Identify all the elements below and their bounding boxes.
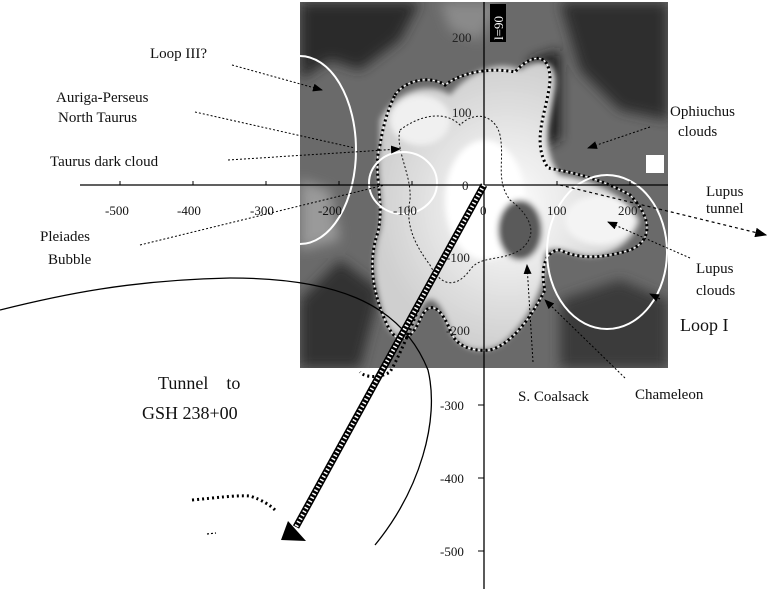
- label-tunnel-to: Tunnel to: [158, 373, 240, 393]
- x-tick-label: -500: [105, 203, 129, 218]
- x-tick-label: -200: [318, 203, 342, 218]
- x-tick-label: -400: [177, 203, 201, 218]
- loop-i-pointer: [649, 293, 661, 302]
- x-tick-label: 200: [618, 203, 638, 218]
- y-tick-label: 0: [462, 178, 469, 193]
- label-north-taurus: North Taurus: [58, 110, 137, 126]
- loop-iii-pointer: [231, 64, 323, 92]
- lower-dotted-spur: [358, 304, 422, 378]
- lupus-clouds-pointer: [607, 221, 691, 259]
- label-lupus-tunnel-1: Lupus: [706, 184, 744, 200]
- label-lupus-clouds-2: clouds: [696, 283, 735, 299]
- pleiades-bubble-circle: [368, 151, 438, 215]
- x-tick-label: 100: [547, 203, 567, 218]
- l90-tag-bg: [490, 4, 506, 42]
- auriga-pointer: [194, 111, 356, 149]
- loop-i-circle: [546, 174, 668, 330]
- label-chameleon: Chameleon: [635, 387, 704, 403]
- label-loop-iii: Loop III?: [150, 46, 207, 62]
- x-tick-label: -100: [393, 203, 417, 218]
- y-axis-ticks: [478, 404, 484, 552]
- gsh-shell-curve: [0, 277, 433, 546]
- y-tick-label: -500: [440, 544, 464, 559]
- lupus-tunnel-arrow: [559, 184, 768, 238]
- label-ophiuchus-clouds: clouds: [678, 124, 717, 140]
- y-tick-label: -300: [440, 398, 464, 413]
- label-gsh: GSH 238+00: [142, 403, 238, 423]
- label-bubble: Bubble: [48, 252, 92, 268]
- x-tick-label: -300: [250, 203, 274, 218]
- label-taurus-dark-cloud: Taurus dark cloud: [50, 154, 159, 170]
- coalsack-pointer: [523, 264, 534, 363]
- x-axis-ticks: [119, 181, 631, 185]
- outer-dotted-contour-white: [371, 57, 648, 351]
- y-tick-label: 200: [452, 30, 472, 45]
- chameleon-pointer: [544, 299, 626, 379]
- taurus-pointer: [227, 145, 401, 161]
- label-loop-i: Loop I: [680, 315, 729, 335]
- y-tick-label: -400: [440, 471, 464, 486]
- gsh-dotted-fragment: [191, 494, 277, 512]
- tunnel-arrow-shaft-hatch: [294, 184, 486, 528]
- y-tick-label: 100: [452, 105, 472, 120]
- label-lupus-clouds-1: Lupus: [696, 261, 734, 277]
- y-tick-label: -200: [446, 323, 470, 338]
- label-ophiuchus: Ophiuchus: [670, 104, 735, 120]
- y-tick-label: -100: [446, 250, 470, 265]
- loop-iii-circle: [243, 55, 357, 245]
- inner-thin-contour: [398, 115, 532, 283]
- small-fragment: [206, 532, 217, 535]
- label-auriga-perseus: Auriga-Perseus: [56, 90, 149, 106]
- x-tick-label: 0: [480, 203, 487, 218]
- label-lupus-tunnel-2: tunnel: [706, 201, 744, 217]
- label-pleiades: Pleiades: [40, 229, 90, 245]
- label-s-coalsack: S. Coalsack: [518, 389, 589, 405]
- ophiuchus-pointer: [587, 126, 651, 149]
- l90-tag: l=90: [491, 16, 506, 40]
- outer-dotted-contour: [370, 56, 649, 352]
- tunnel-arrowhead: [281, 521, 306, 541]
